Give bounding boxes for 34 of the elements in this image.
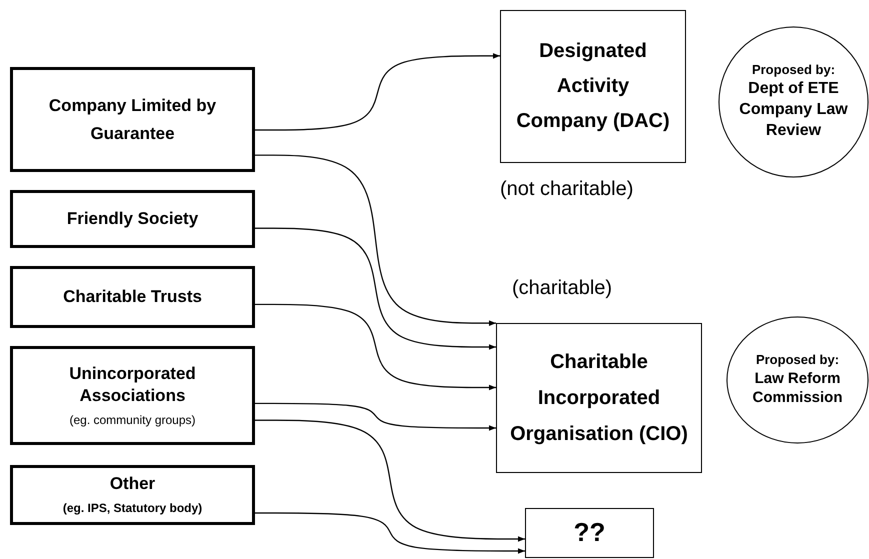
entity-name: Other: [110, 473, 156, 496]
entity-name: Designated Activity Company (DAC): [515, 39, 671, 134]
entity-box: [10, 465, 255, 525]
entity-box: [496, 323, 702, 473]
entity-note: (eg. IPS, Statutory body): [62, 501, 202, 517]
entity-name: Unincorporated Associations: [68, 362, 197, 407]
proposer-name: Law Reform Commission: [751, 368, 844, 408]
arrow: [255, 154, 496, 326]
entity-box: [10, 346, 255, 445]
entity-box: [10, 67, 255, 172]
entity-name: ??: [574, 516, 606, 550]
arrow: [255, 420, 525, 542]
entity-name: Charitable Trusts: [63, 286, 202, 308]
entity-name: Charitable Incorporated Organisation (CIO): [509, 350, 689, 447]
entity-box: [525, 508, 654, 558]
category-note: (charitable): [512, 277, 612, 300]
proposal-circle: [718, 26, 869, 178]
arrow: [255, 304, 496, 390]
entity-box: [10, 190, 255, 248]
proposal-circle: [726, 316, 869, 444]
arrow: [255, 512, 525, 554]
proposal-heading: Proposed by:: [752, 62, 836, 80]
arrow: [255, 53, 500, 131]
arrow: [255, 228, 496, 350]
entity-note: (eg. community groups): [69, 412, 196, 428]
proposer-name: Dept of ETE: [748, 79, 839, 100]
proposer-name: Company Law Review: [738, 100, 849, 141]
entity-name: Company Limited by Guarantee: [48, 95, 218, 144]
entity-box: [500, 10, 686, 163]
category-note: (not charitable): [500, 178, 634, 201]
proposal-heading: Proposed by:: [756, 352, 840, 369]
entity-name: Friendly Society: [66, 208, 198, 230]
entity-box: [10, 266, 255, 328]
arrow: [255, 402, 496, 431]
